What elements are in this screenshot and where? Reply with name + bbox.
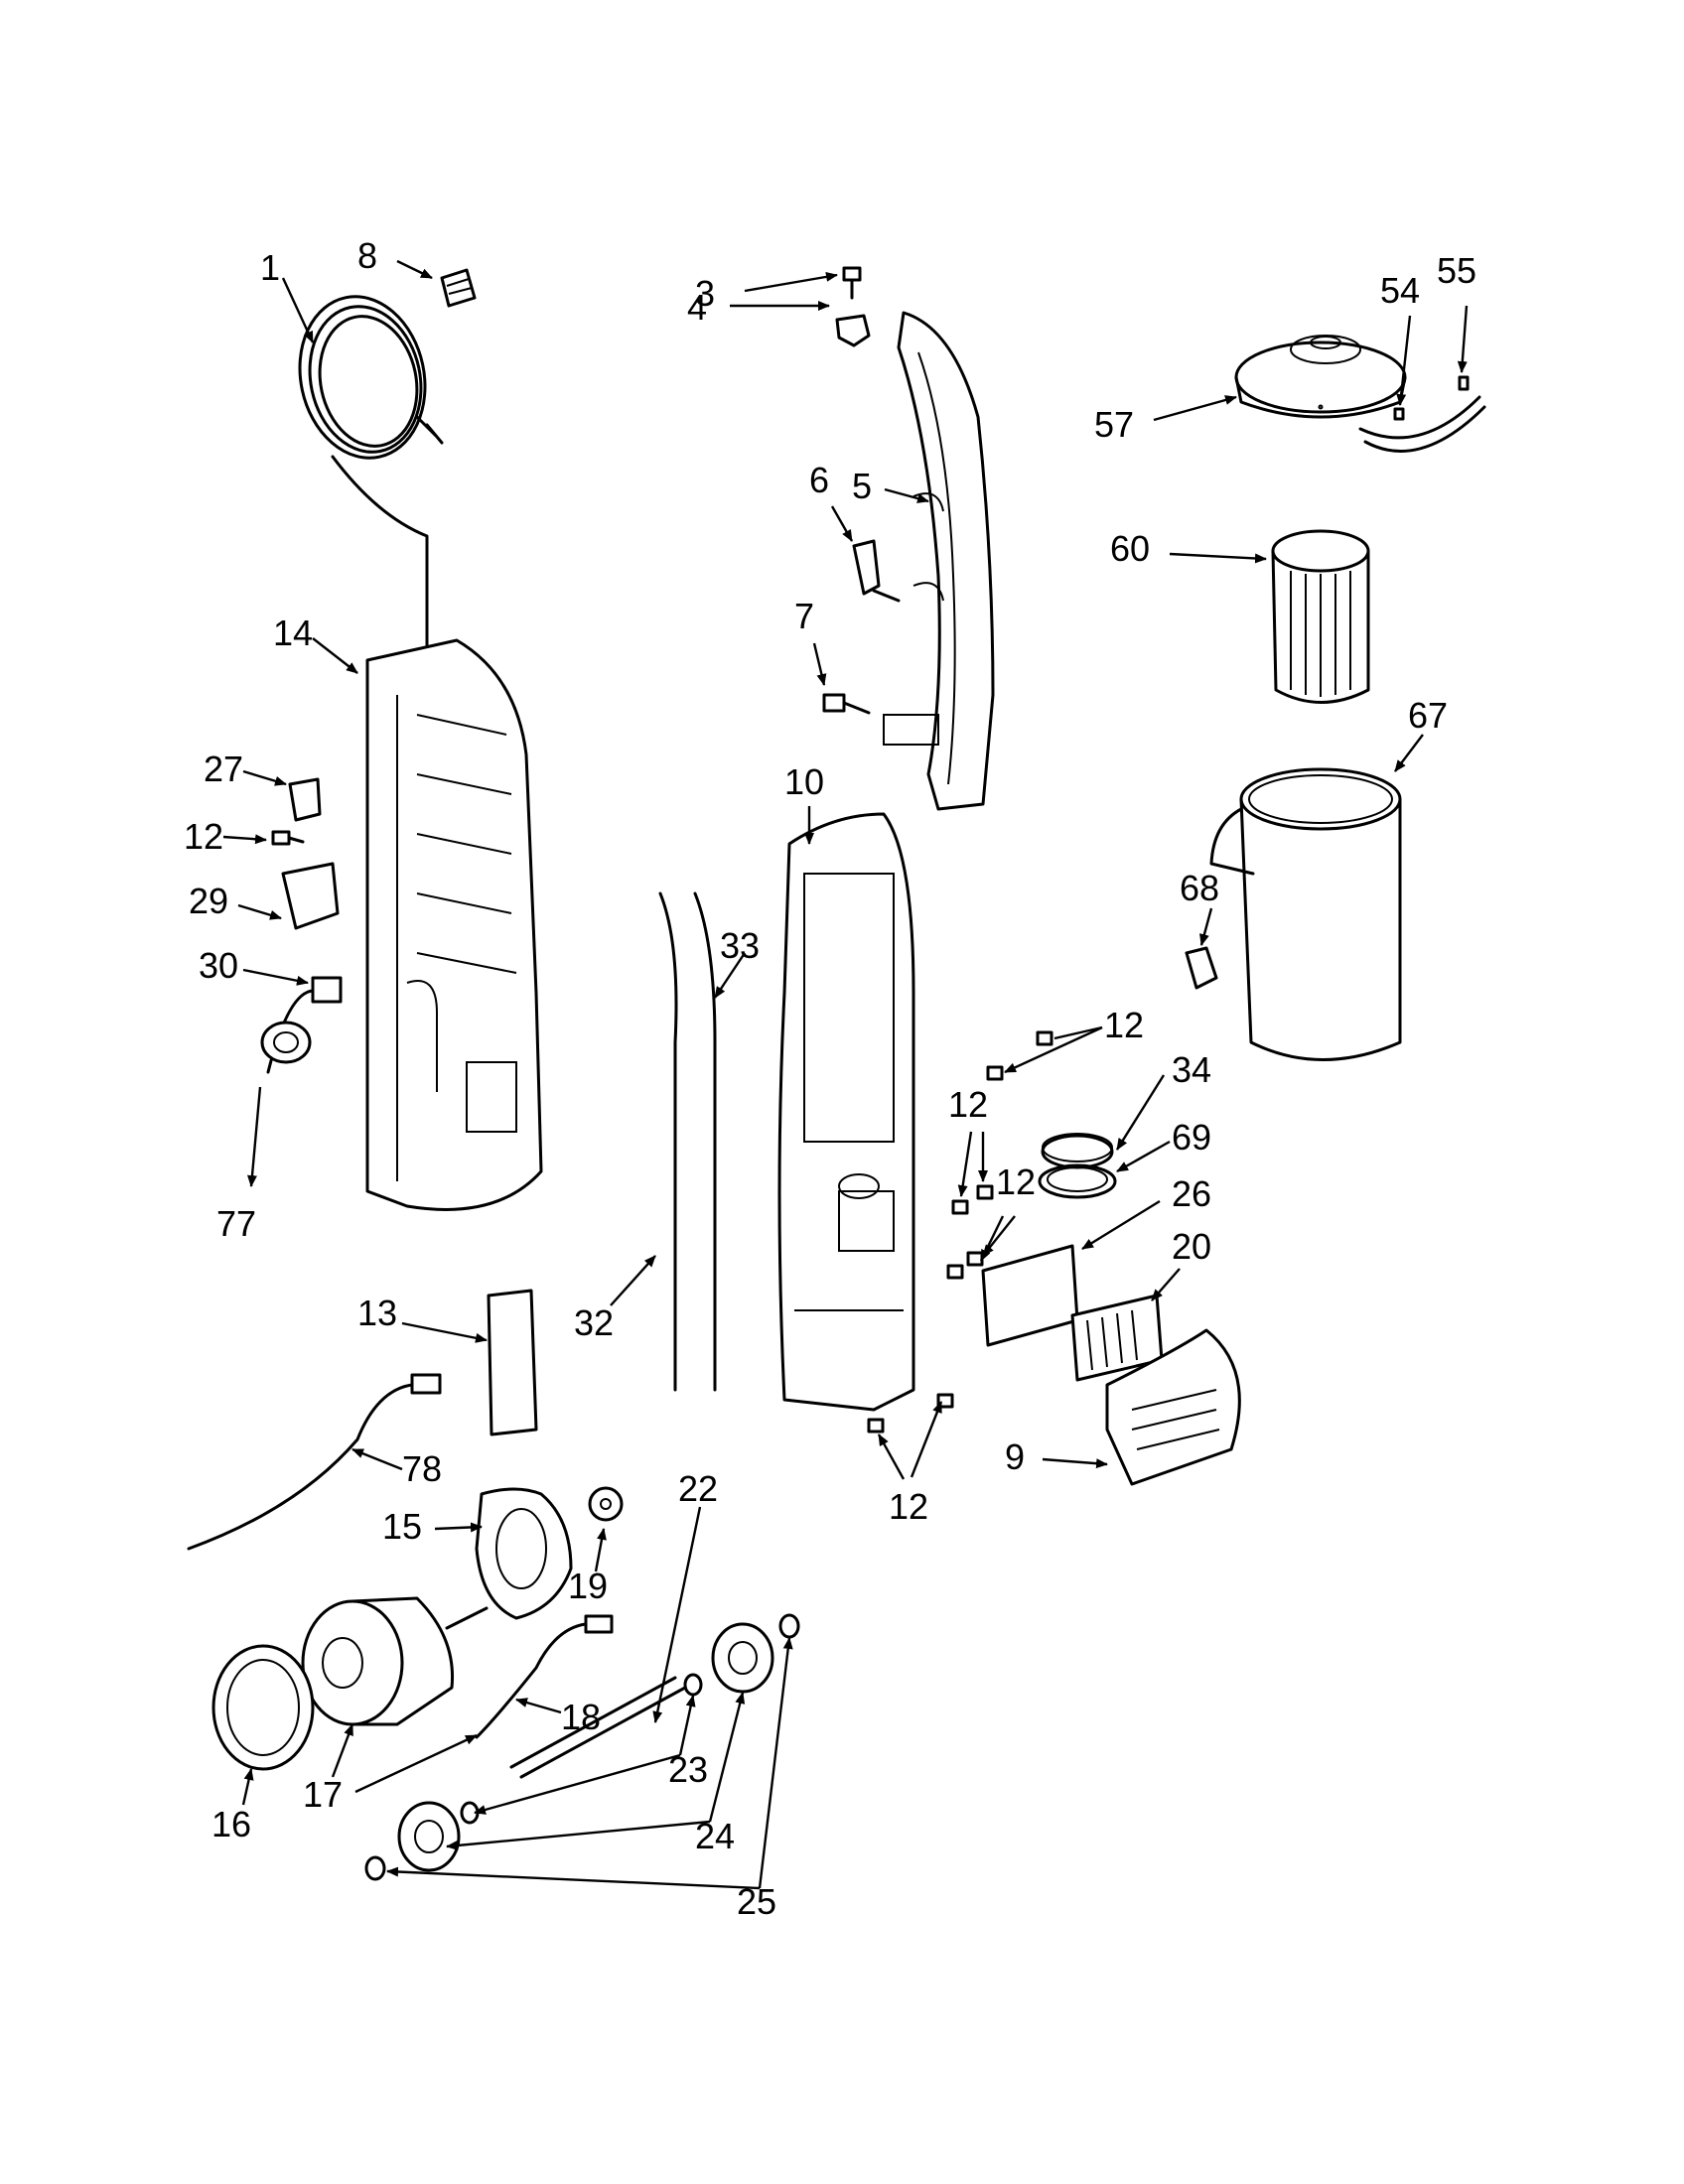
callout-12-a: 12	[184, 816, 223, 857]
callout-14: 14	[273, 613, 313, 653]
motor-part	[301, 1596, 489, 1726]
power-cord-part	[298, 295, 444, 647]
callout-13: 13	[357, 1293, 397, 1333]
screw-7-part	[822, 693, 871, 715]
callout-68: 68	[1180, 868, 1219, 908]
callout-34: 34	[1172, 1049, 1211, 1090]
callout-23: 23	[668, 1749, 708, 1790]
callout-77: 77	[216, 1203, 256, 1244]
callout-54: 54	[1380, 270, 1420, 311]
rear-housing-part	[365, 638, 543, 1211]
callout-6: 6	[809, 460, 829, 500]
washer-25b-part	[364, 1855, 386, 1881]
dirt-cup-lid-part	[1234, 335, 1407, 419]
washer-23a-part	[683, 1673, 703, 1697]
callout-17: 17	[303, 1774, 343, 1815]
wire-78-part	[187, 1373, 442, 1551]
callout-33: 33	[720, 925, 760, 966]
callout-60: 60	[1110, 528, 1150, 569]
knob-4-part	[835, 314, 871, 347]
callout-1: 1	[260, 247, 280, 288]
screw-12a-part	[271, 830, 305, 846]
callout-4: 4	[687, 287, 707, 328]
callout-25: 25	[737, 1881, 776, 1922]
callout-16: 16	[211, 1804, 251, 1844]
wheel-24a-part	[711, 1622, 774, 1694]
callout-15: 15	[382, 1506, 422, 1547]
bushing-part	[260, 1021, 312, 1064]
callout-7: 7	[794, 596, 814, 636]
callout-12-c: 12	[948, 1084, 988, 1125]
foam-filter-part	[981, 1244, 1079, 1347]
callout-24: 24	[695, 1816, 735, 1856]
disk-filter-part	[1041, 1133, 1114, 1169]
cartridge-filter-part	[1271, 404, 1370, 704]
callout-57: 57	[1094, 404, 1134, 445]
filter-door-part	[1105, 1328, 1241, 1486]
wire-nut-part	[440, 268, 477, 308]
callout-29: 29	[189, 881, 228, 921]
leader-lines	[222, 259, 1469, 1890]
callout-8: 8	[357, 235, 377, 276]
callout-9: 9	[1005, 1436, 1025, 1477]
callout-12-b: 12	[1104, 1005, 1144, 1045]
callout-3: 3	[695, 273, 715, 314]
dirt-cup-part	[1209, 767, 1402, 1061]
wire-18-part	[475, 1614, 614, 1739]
callout-5: 5	[852, 466, 872, 506]
callout-10: 10	[784, 761, 824, 802]
front-housing-part	[777, 812, 915, 1412]
callout-22: 22	[678, 1468, 718, 1509]
callout-19: 19	[568, 1566, 608, 1606]
callout-20: 20	[1172, 1226, 1211, 1267]
latch-bracket-part	[1358, 375, 1486, 453]
callout-12-e: 12	[889, 1486, 928, 1527]
handle-part	[883, 311, 995, 811]
switch-part	[288, 777, 322, 822]
motor-cover-part	[475, 1487, 573, 1620]
callout-67: 67	[1408, 695, 1448, 736]
plate-part	[487, 1289, 538, 1436]
bearing-part	[588, 1486, 624, 1522]
callout-30: 30	[199, 945, 238, 986]
washer-25a-part	[778, 1613, 800, 1639]
screw-3-part	[842, 266, 862, 300]
motor-ring-part	[211, 1644, 315, 1771]
wheel-24b-part	[397, 1801, 461, 1872]
switch-box-part	[281, 862, 340, 930]
cord-hook-part	[852, 539, 901, 603]
callout-78: 78	[402, 1448, 442, 1489]
cup-latch-part	[1185, 946, 1218, 990]
hose-32-part	[658, 891, 678, 1392]
axle-part	[509, 1676, 687, 1779]
hose-33-part	[693, 891, 717, 1392]
callout-12-d: 12	[996, 1161, 1036, 1202]
callout-69: 69	[1172, 1117, 1211, 1158]
callout-27: 27	[204, 749, 243, 789]
callout-32: 32	[574, 1302, 614, 1343]
callout-55: 55	[1437, 250, 1476, 291]
callout-18: 18	[561, 1697, 601, 1737]
gasket-part	[1038, 1163, 1117, 1199]
callout-labels: 1 8 3 4 55 54 57 5 6 60 7 14 67 10 27 12…	[184, 235, 1476, 1922]
callout-26: 26	[1172, 1173, 1211, 1214]
